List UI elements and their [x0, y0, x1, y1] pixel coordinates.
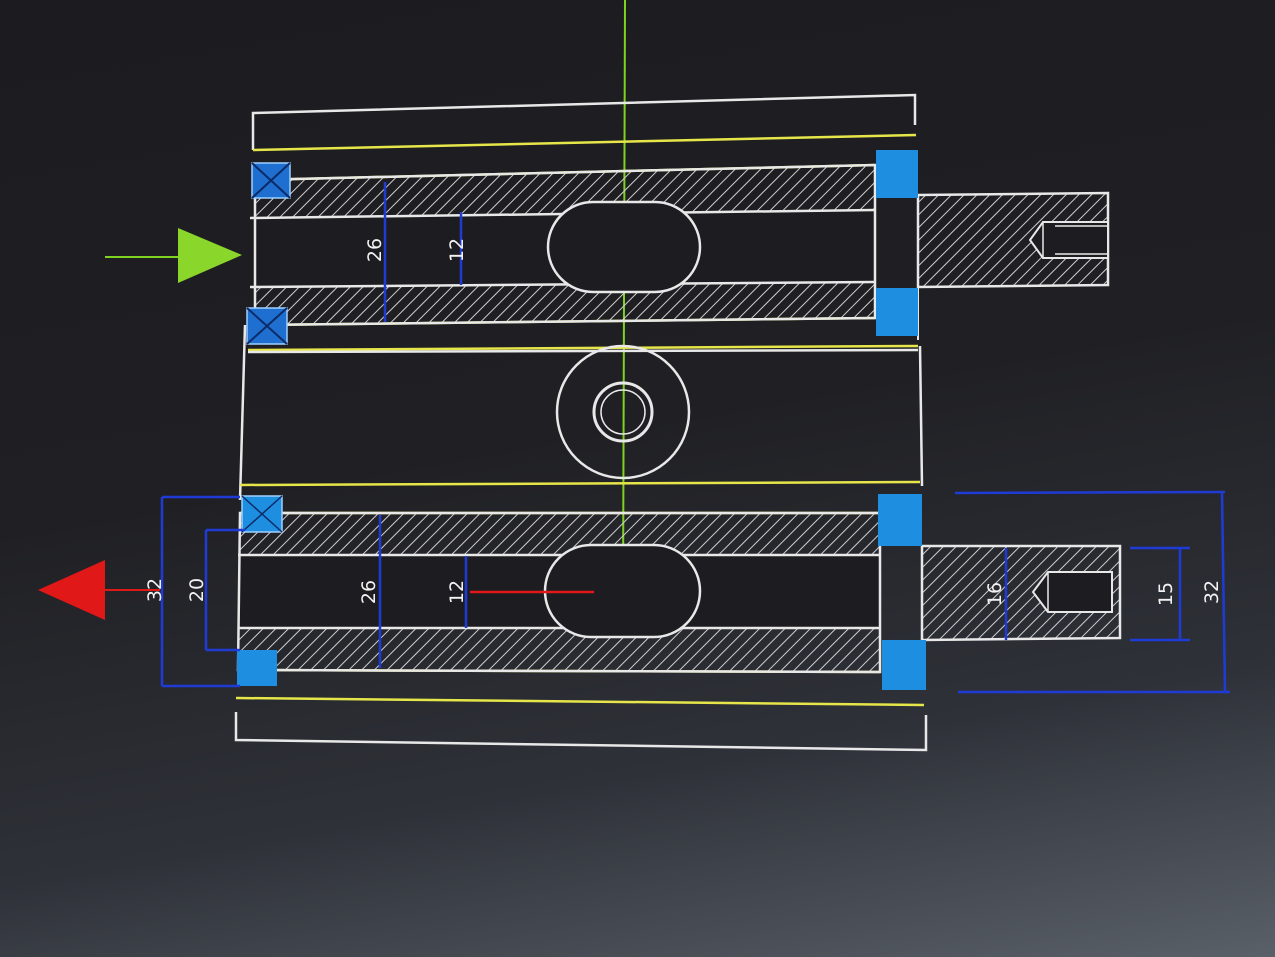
dim-upper-slot-width[interactable]: 26 — [364, 238, 386, 262]
grip-handles[interactable] — [237, 150, 926, 690]
green-triangle-arrow-icon[interactable] — [105, 228, 242, 283]
grip-handle[interactable] — [876, 150, 918, 198]
upper-stem[interactable] — [916, 191, 1110, 289]
inner-hole-circle[interactable] — [592, 381, 654, 443]
lower-slot-body[interactable] — [236, 511, 882, 674]
grip-handle[interactable] — [876, 288, 918, 336]
dim-stem-diameter[interactable]: 16 — [984, 582, 1006, 606]
grip-handle-crossed[interactable] — [241, 495, 283, 533]
dim-lower-slot-width[interactable]: 26 — [358, 580, 380, 604]
upper-slot-body[interactable] — [249, 163, 877, 327]
outer-counterbore-circle[interactable] — [555, 344, 691, 480]
upper-oblong-hole[interactable] — [546, 200, 702, 294]
center-block[interactable] — [247, 344, 924, 487]
grip-handle-crossed[interactable] — [246, 307, 288, 345]
red-triangle-arrow-icon[interactable] — [38, 560, 160, 620]
dim-lower-slot-inner[interactable]: 12 — [446, 580, 468, 604]
dim-lower-inner[interactable]: 20 — [186, 578, 208, 602]
grip-handle-crossed[interactable] — [251, 162, 291, 199]
dimension-lines — [160, 182, 1230, 694]
dim-stem-overall[interactable]: 32 — [1201, 580, 1223, 604]
lower-stem[interactable] — [920, 544, 1122, 642]
dim-stem-hole[interactable]: 15 — [1155, 582, 1177, 606]
grip-handle[interactable] — [878, 494, 922, 546]
dim-upper-slot-inner[interactable]: 12 — [446, 238, 468, 262]
outer-frame[interactable] — [234, 93, 928, 752]
grip-handle[interactable] — [882, 640, 926, 690]
grip-handle[interactable] — [237, 650, 277, 686]
